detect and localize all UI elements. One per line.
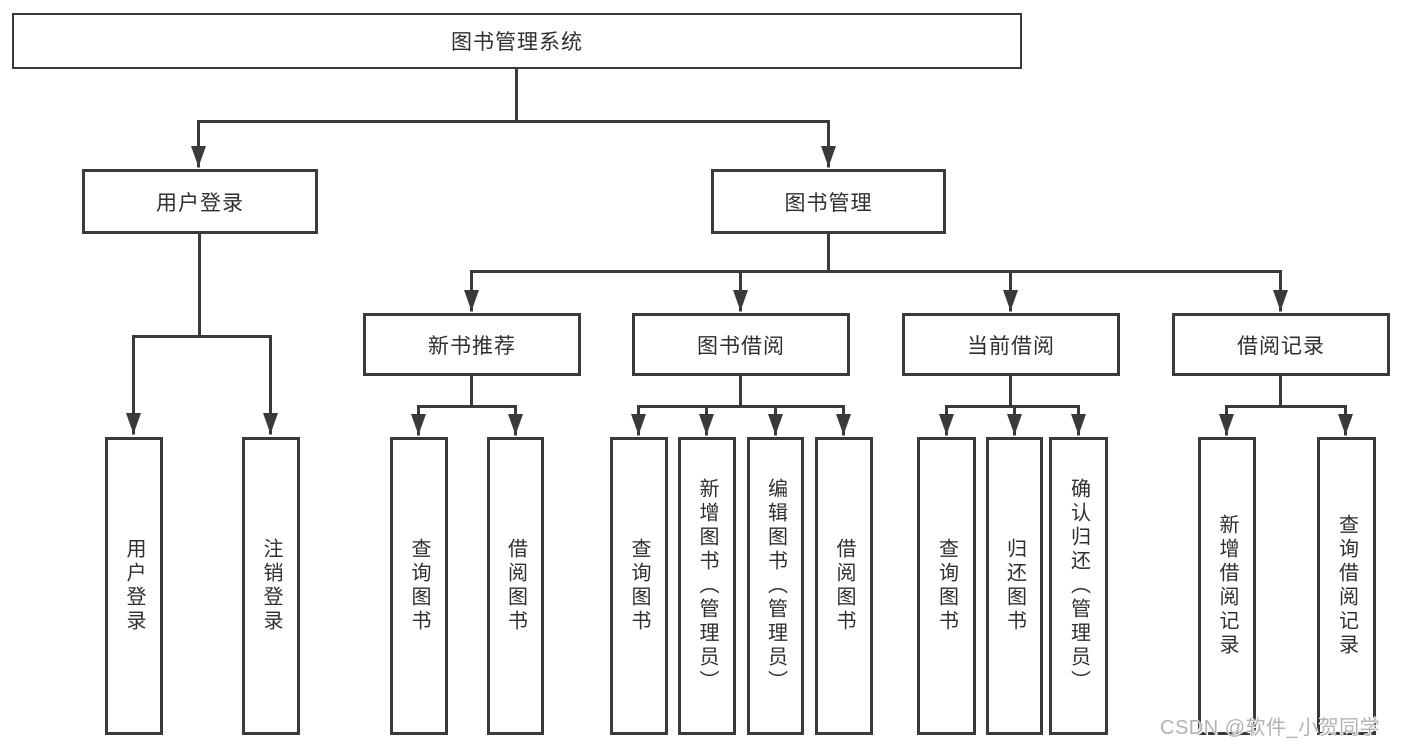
leaf-logout: 注销登录 xyxy=(242,437,300,735)
node-new-book-recommend: 新书推荐 xyxy=(363,313,581,376)
leaf-bb-edit-book-admin: 编辑图书（管理员） xyxy=(747,437,804,735)
edge-book-borrow-split xyxy=(637,374,845,408)
leaf-bb-add-book-admin: 新增图书（管理员） xyxy=(678,437,736,735)
node-user-login: 用户登录 xyxy=(82,169,318,234)
edge-root-split xyxy=(197,66,830,123)
node-library-system: 图书管理系统 xyxy=(12,13,1022,69)
leaf-bb-borrow-books: 借阅图书 xyxy=(815,437,873,735)
leaf-br-query-record: 查询借阅记录 xyxy=(1317,437,1376,735)
leaf-bb-query-books: 查询图书 xyxy=(610,437,668,735)
leaf-user-login: 用户登录 xyxy=(105,437,163,735)
edge-new-book-split xyxy=(417,374,517,408)
leaf-nb-query-books: 查询图书 xyxy=(390,437,448,735)
leaf-cb-query-books: 查询图书 xyxy=(917,437,976,735)
leaf-cb-return-books: 归还图书 xyxy=(986,437,1043,735)
leaf-cb-confirm-return-admin: 确认归还（管理员） xyxy=(1049,437,1108,735)
node-borrow-records: 借阅记录 xyxy=(1172,313,1390,376)
node-book-management: 图书管理 xyxy=(711,169,946,234)
node-current-borrow: 当前借阅 xyxy=(902,313,1120,376)
edge-book-management-split xyxy=(470,231,1282,273)
leaf-nb-borrow-books: 借阅图书 xyxy=(487,437,544,735)
node-book-borrow: 图书借阅 xyxy=(632,313,850,376)
edge-borrow-records-split xyxy=(1225,374,1347,408)
leaf-br-add-record: 新增借阅记录 xyxy=(1198,437,1256,735)
edge-current-borrow-split xyxy=(945,374,1080,408)
csdn-watermark: CSDN @软件_小贺同学 xyxy=(1160,717,1381,739)
edge-user-login-split xyxy=(132,231,272,338)
